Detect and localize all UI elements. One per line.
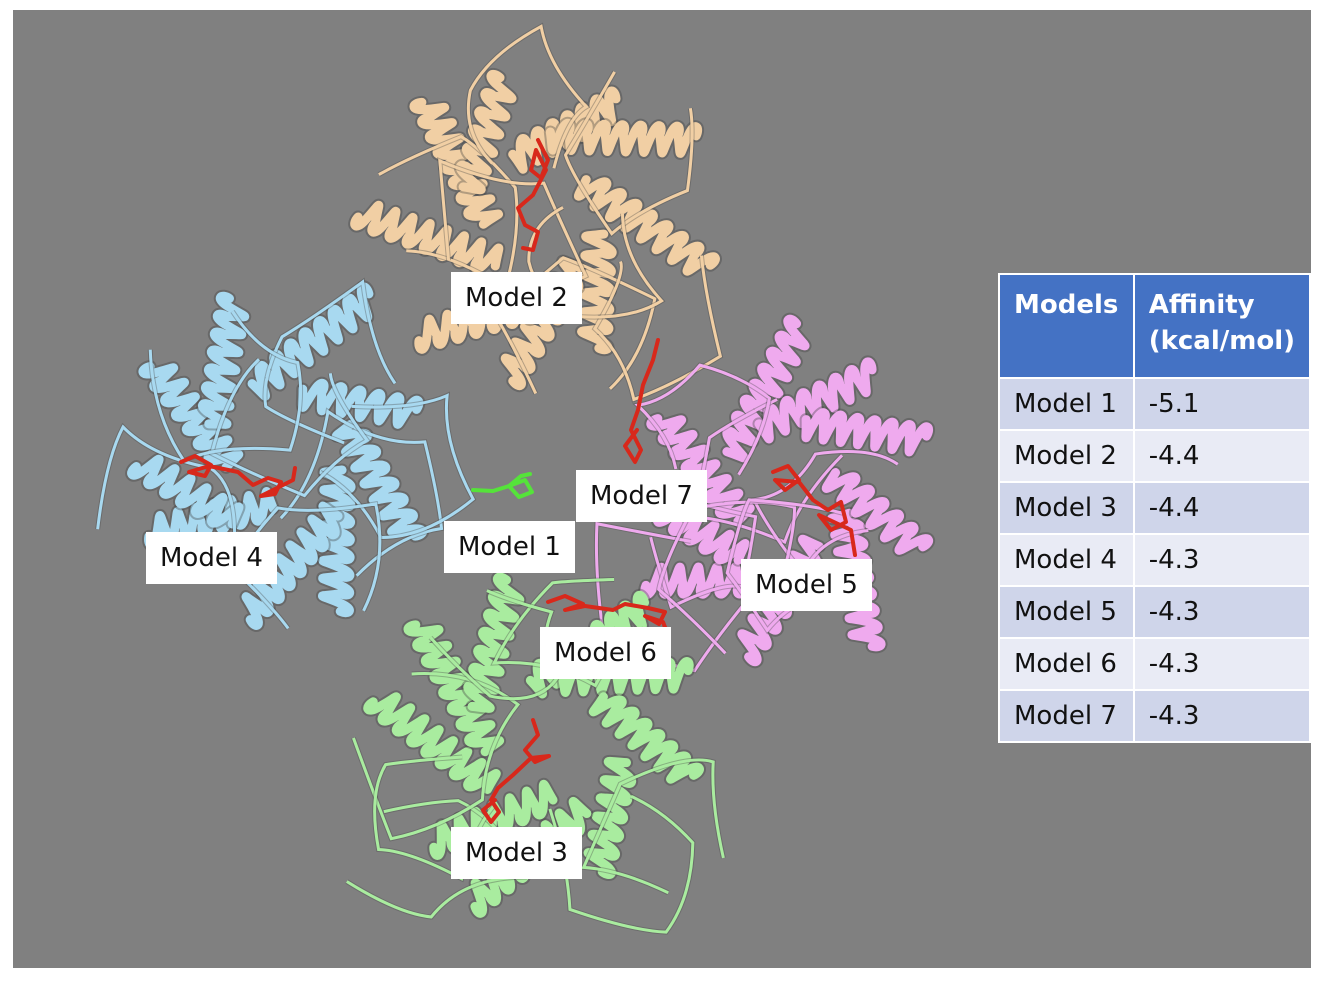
cell-affinity: -4.3 — [1132, 637, 1311, 691]
ligand-model-7 — [623, 338, 660, 464]
table-row: Model 2 -4.4 — [998, 429, 1311, 483]
label-model-4: Model 4 — [146, 532, 277, 584]
cell-affinity: -4.3 — [1132, 585, 1311, 639]
chain-model-4-loop — [279, 409, 444, 577]
ligand-model-5 — [771, 464, 857, 557]
chain-model-2-loop — [563, 71, 694, 236]
chain-model-2-helix — [455, 69, 517, 195]
label-model-7: Model 7 — [576, 470, 707, 522]
table-row: Model 6 -4.3 — [998, 637, 1311, 691]
ligand-model-3 — [481, 718, 551, 824]
chain-model-2-helix — [350, 200, 504, 274]
chain-model-2-loop — [466, 24, 589, 169]
cell-affinity: -4.3 — [1132, 533, 1311, 587]
chain-model-2-helix — [545, 118, 703, 158]
chain-model-4-loop — [209, 358, 370, 498]
chain-model-2-loop — [493, 256, 657, 395]
chain-model-3-helix — [403, 620, 505, 757]
chain-model-2-loop — [592, 255, 723, 402]
docking-figure: Model 2 Model 4 Model 1 Model 7 Model 5 … — [13, 10, 1311, 968]
header-models: Models — [998, 273, 1135, 379]
label-model-6: Model 6 — [540, 627, 671, 679]
cell-model: Model 2 — [998, 429, 1135, 483]
label-model-2: Model 2 — [451, 272, 582, 324]
cell-model: Model 1 — [998, 377, 1135, 431]
ligand-model-6 — [546, 594, 670, 637]
cell-model: Model 3 — [998, 481, 1135, 535]
table-row: Model 1 -5.1 — [998, 377, 1311, 431]
cell-affinity: -5.1 — [1132, 377, 1311, 431]
chain-model-4-helix — [127, 454, 244, 529]
cell-model: Model 4 — [998, 533, 1135, 587]
affinity-table: Models Affinity (kcal/mol) Model 1 -5.1 … — [998, 273, 1311, 743]
label-model-5: Model 5 — [741, 559, 872, 611]
cell-model: Model 7 — [998, 689, 1135, 743]
chain-model-2-loop — [378, 135, 519, 291]
chain-model-4-loop — [319, 393, 476, 539]
chain-model-3-loop — [429, 589, 559, 701]
ligand-model-4 — [179, 454, 297, 498]
chain-model-2-helix — [574, 175, 720, 276]
chain-model-3-loop — [581, 758, 725, 895]
cell-affinity: -4.4 — [1132, 481, 1311, 535]
cell-model: Model 6 — [998, 637, 1135, 691]
table-row: Model 3 -4.4 — [998, 481, 1311, 535]
chain-model-2-helix — [409, 97, 503, 229]
chain-model-3-helix — [583, 756, 636, 879]
chain-model-4-helix — [331, 419, 428, 541]
chain-model-5-loop — [634, 363, 772, 476]
chain-model-3-helix — [363, 692, 501, 794]
table-row: Model 4 -4.3 — [998, 533, 1311, 587]
cell-affinity: -4.4 — [1132, 429, 1311, 483]
label-model-3: Model 3 — [451, 827, 582, 879]
chain-model-2-helix — [577, 229, 617, 355]
chain-model-5-helix — [801, 408, 934, 457]
cell-model: Model 5 — [998, 585, 1135, 639]
table-header-row: Models Affinity (kcal/mol) — [998, 273, 1311, 379]
ligand-model-1 — [471, 472, 534, 499]
header-affinity: Affinity (kcal/mol) — [1132, 273, 1311, 379]
cell-affinity: -4.3 — [1132, 689, 1311, 743]
chain-model-4-loop — [263, 279, 397, 445]
table-row: Model 7 -4.3 — [998, 689, 1311, 743]
chain-model-4-loop — [231, 502, 382, 630]
chain-model-4-helix — [317, 465, 356, 618]
chain-model-5-helix — [821, 468, 933, 555]
table-row: Model 5 -4.3 — [998, 585, 1311, 639]
chain-model-5-helix — [754, 357, 877, 444]
chain-model-4-helix — [241, 501, 343, 630]
chain-model-4-loop — [148, 310, 303, 463]
chain-model-5-helix — [722, 314, 810, 463]
ligand-model-2 — [516, 138, 550, 252]
chain-model-3-loop — [352, 672, 521, 841]
label-model-1: Model 1 — [444, 521, 575, 573]
chain-model-4-helix — [247, 282, 374, 401]
